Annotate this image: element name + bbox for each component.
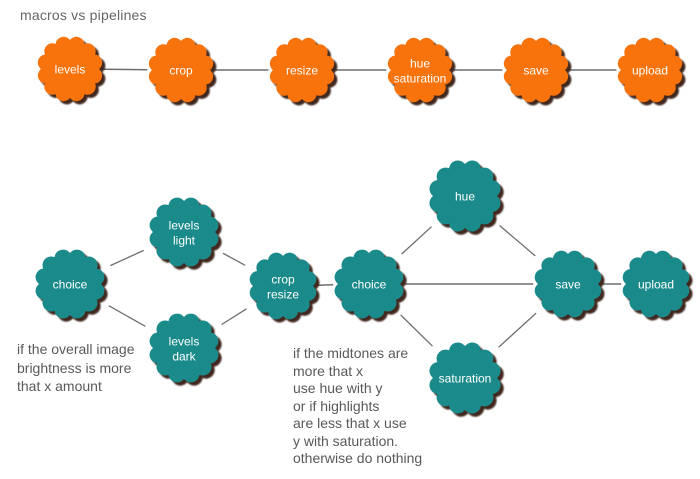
node-body bbox=[149, 313, 219, 383]
edge-pipe-choice-2-pipe-hue bbox=[401, 226, 432, 255]
node-label: hue bbox=[455, 190, 475, 204]
edge-pipe-hue-pipe-save bbox=[499, 225, 536, 257]
node-label: save bbox=[555, 278, 581, 292]
node-body bbox=[334, 249, 404, 319]
node-body bbox=[37, 36, 103, 102]
node-macro-upload: upload bbox=[617, 37, 686, 106]
node-label: dark bbox=[172, 350, 196, 364]
edge-pipe-saturation-pipe-save bbox=[498, 312, 537, 348]
edge-pipe-choice-1-pipe-levels-dark bbox=[108, 305, 146, 327]
node-body bbox=[622, 250, 690, 318]
node-label: crop bbox=[271, 273, 295, 287]
node-body bbox=[269, 37, 335, 103]
node-body bbox=[429, 342, 501, 414]
node-body bbox=[149, 197, 219, 267]
page-title: macros vs pipelines bbox=[20, 7, 147, 23]
node-body bbox=[35, 249, 105, 319]
node-label: resize bbox=[286, 64, 318, 78]
edge-pipe-choice-1-pipe-levels-light bbox=[110, 249, 144, 267]
node-macro-levels: levels bbox=[37, 36, 106, 105]
edges-layer bbox=[103, 68, 622, 348]
node-body bbox=[617, 37, 683, 103]
node-label: choice bbox=[352, 278, 387, 292]
node-body bbox=[249, 252, 317, 320]
node-label: choice bbox=[53, 278, 88, 292]
node-pipe-saturation: saturation bbox=[429, 342, 504, 417]
node-label: crop bbox=[169, 64, 193, 78]
node-pipe-upload: upload bbox=[622, 250, 693, 321]
edge-pipe-levels-light-pipe-crop-resize bbox=[222, 252, 246, 266]
node-body bbox=[387, 37, 453, 103]
node-label: light bbox=[173, 234, 196, 248]
node-body bbox=[148, 37, 214, 103]
node-label: resize bbox=[267, 288, 299, 302]
node-label: hue bbox=[410, 57, 430, 71]
node-macro-crop: crop bbox=[148, 37, 217, 106]
edge-pipe-choice-2-pipe-saturation bbox=[400, 314, 433, 347]
node-label: levels bbox=[55, 63, 86, 77]
node-macro-save: save bbox=[503, 37, 572, 106]
annotation-midtones: if the midtones are more that x use hue … bbox=[293, 345, 423, 466]
node-label: levels bbox=[169, 219, 200, 233]
node-pipe-save: save bbox=[534, 250, 605, 321]
node-label: saturation bbox=[394, 72, 447, 86]
node-label: save bbox=[523, 64, 549, 78]
node-pipe-choice-1: choice bbox=[35, 249, 108, 322]
node-body bbox=[503, 37, 569, 103]
edge-pipe-levels-dark-pipe-crop-resize bbox=[221, 308, 247, 326]
node-macro-resize: resize bbox=[269, 37, 338, 106]
node-label: upload bbox=[638, 278, 674, 292]
node-body bbox=[429, 160, 501, 232]
node-body bbox=[534, 250, 602, 318]
node-label: saturation bbox=[439, 372, 492, 386]
node-label: upload bbox=[632, 64, 668, 78]
node-label: levels bbox=[169, 335, 200, 349]
node-pipe-choice-2: choice bbox=[334, 249, 407, 322]
annotation-brightness: if the overall image brightness is more … bbox=[17, 341, 135, 394]
node-pipe-hue: hue bbox=[429, 160, 504, 235]
